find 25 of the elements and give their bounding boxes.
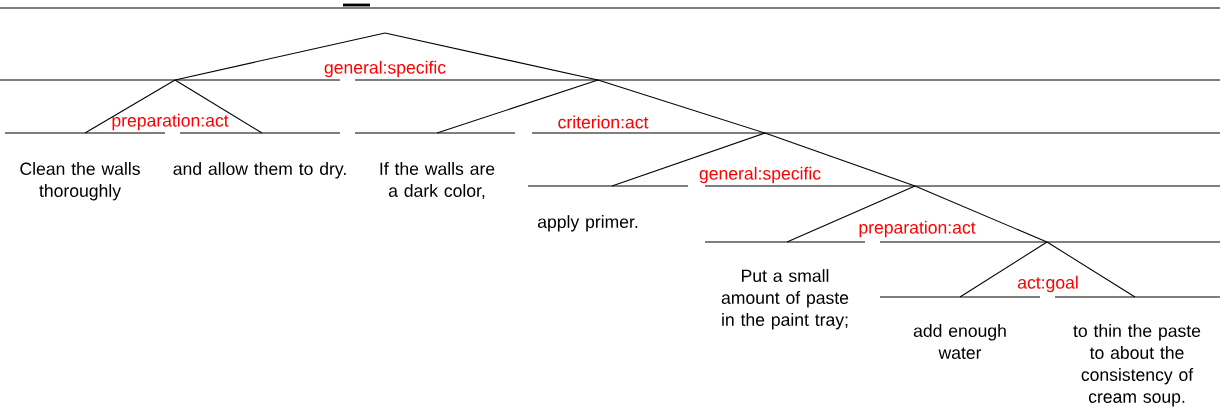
tree-line — [174, 79, 263, 134]
text-segment: to thin the paste to about the consistency of cream soup. — [1054, 296, 1221, 407]
tree-line — [786, 185, 916, 243]
text-segment: and allow them to dry. — [173, 132, 346, 179]
tree-line — [1046, 241, 1136, 298]
tree-line — [914, 185, 1048, 243]
text-segment: Clean the walls thoroughly — [4, 132, 166, 201]
tree-line — [84, 79, 176, 134]
relation-span: general:specific — [324, 60, 446, 78]
text-segment: Put a small amount of paste in the paint tray; — [704, 241, 866, 330]
tree-line — [959, 241, 1048, 298]
relation-span: general:specific — [531, 132, 1221, 184]
tree-line — [597, 79, 766, 134]
relation-span: criterion:act — [354, 79, 1221, 129]
tree-line — [174, 32, 386, 81]
text-segment: apply primer. — [527, 185, 689, 232]
text-segment: If the walls are a dark color, — [354, 132, 516, 200]
tree-line — [611, 132, 766, 187]
tree-line — [436, 79, 599, 134]
tree-line — [764, 132, 916, 187]
relation-span: preparation:act — [704, 185, 1221, 238]
text-segment: add enough water — [879, 296, 1041, 359]
relation-span: act:goal — [879, 241, 1221, 293]
relation-span: preparation:act — [0, 79, 341, 131]
tree-line — [384, 32, 599, 81]
